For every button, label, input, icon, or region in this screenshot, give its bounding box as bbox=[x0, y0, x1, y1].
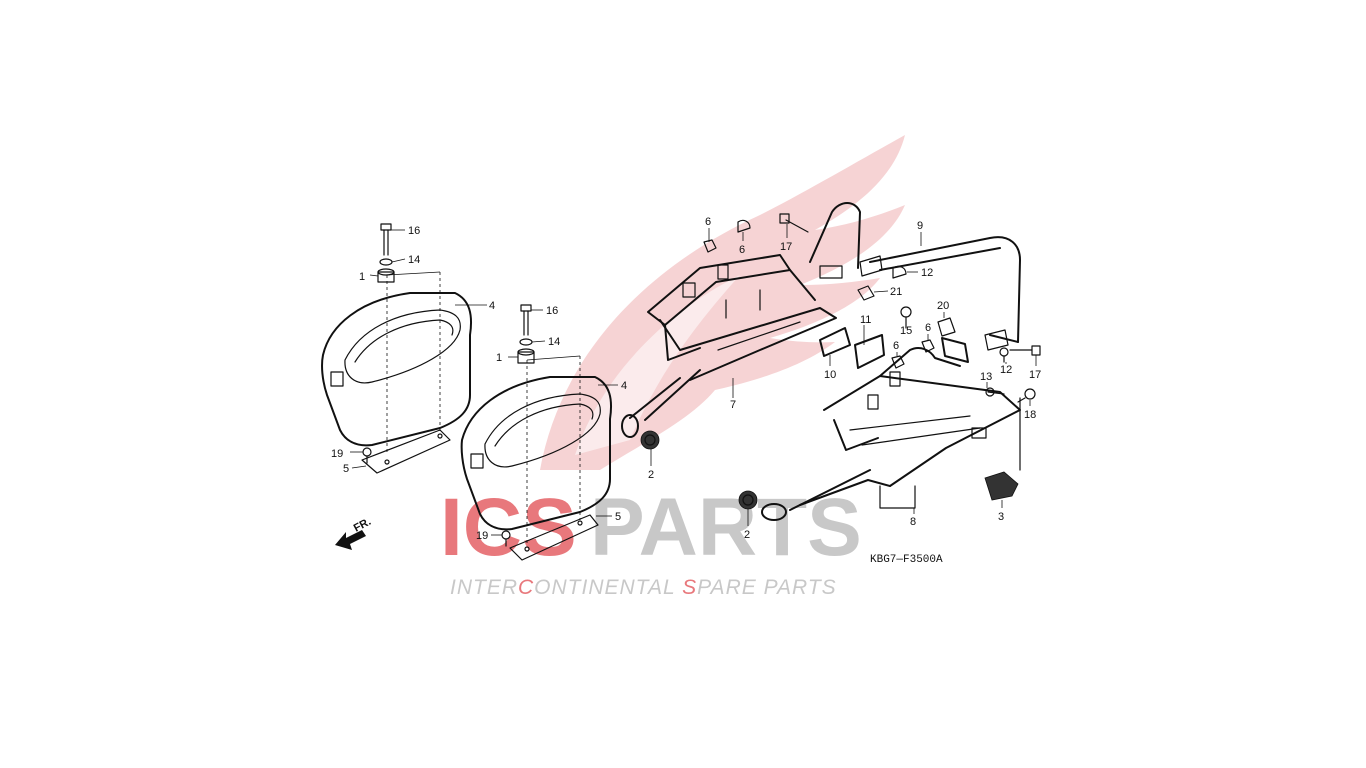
callout-8: 8 bbox=[910, 516, 916, 528]
callout-4: 4 bbox=[621, 380, 627, 392]
callout-1: 1 bbox=[496, 352, 502, 364]
callout-7: 7 bbox=[730, 399, 736, 411]
callout-19: 19 bbox=[476, 530, 488, 542]
leader-lines bbox=[350, 224, 1037, 536]
callout-5: 5 bbox=[615, 511, 621, 523]
callout-2: 2 bbox=[648, 469, 654, 481]
callout-5: 5 bbox=[343, 463, 349, 475]
watermark-tagline: INTERCONTINENTAL SPARE PARTS bbox=[450, 576, 837, 599]
saddlebag-left bbox=[321, 223, 473, 474]
callout-1: 1 bbox=[359, 271, 365, 283]
callout-19: 19 bbox=[331, 448, 343, 460]
callout-9: 9 bbox=[917, 220, 923, 232]
arrow-left-icon bbox=[335, 530, 366, 550]
callout-6: 6 bbox=[925, 322, 931, 334]
tagline-part-accent: C bbox=[518, 576, 534, 599]
callout-12: 12 bbox=[921, 267, 933, 279]
frame-left bbox=[621, 202, 861, 450]
callout-11: 11 bbox=[860, 314, 871, 326]
callout-6: 6 bbox=[705, 216, 711, 228]
callout-10: 10 bbox=[824, 369, 836, 381]
callout-4: 4 bbox=[489, 300, 495, 312]
callout-17: 17 bbox=[1029, 369, 1041, 381]
callout-3: 3 bbox=[998, 511, 1004, 523]
watermark-brand-red: ICS bbox=[440, 482, 577, 573]
callout-6: 6 bbox=[739, 244, 745, 256]
frame-right bbox=[738, 236, 1041, 521]
callout-2: 2 bbox=[744, 529, 750, 541]
tagline-part-accent: S bbox=[682, 576, 697, 599]
saddlebag-right bbox=[460, 304, 613, 561]
callout-12: 12 bbox=[1000, 364, 1012, 376]
front-direction-marker: FR. bbox=[335, 516, 373, 550]
callout-14: 14 bbox=[408, 254, 420, 266]
tagline-part: PARE PARTS bbox=[697, 576, 837, 599]
callout-16: 16 bbox=[408, 225, 420, 237]
callout-17: 17 bbox=[780, 241, 792, 253]
tagline-part: ONTINENTAL bbox=[534, 576, 682, 599]
watermark: ICS PARTS INTERCONTINENTAL SPARE PARTS bbox=[440, 135, 905, 599]
callout-labels: 16 14 1 4 19 5 16 14 1 4 19 5 2 7 6 6 17… bbox=[331, 216, 1041, 542]
wing-logo-inner-icon bbox=[575, 275, 740, 455]
tagline-part: INTER bbox=[450, 576, 518, 599]
callout-16: 16 bbox=[546, 305, 558, 317]
diagram-code: KBG7—F3500A bbox=[870, 554, 943, 566]
callout-14: 14 bbox=[548, 336, 560, 348]
callout-6: 6 bbox=[893, 340, 899, 352]
callout-21: 21 bbox=[890, 286, 902, 298]
callout-18: 18 bbox=[1024, 409, 1036, 421]
callout-20: 20 bbox=[937, 300, 949, 312]
watermark-brand-grey: PARTS bbox=[590, 482, 862, 573]
callout-13: 13 bbox=[980, 371, 992, 383]
callout-15: 15 bbox=[900, 325, 912, 337]
direction-label: FR. bbox=[352, 516, 373, 535]
